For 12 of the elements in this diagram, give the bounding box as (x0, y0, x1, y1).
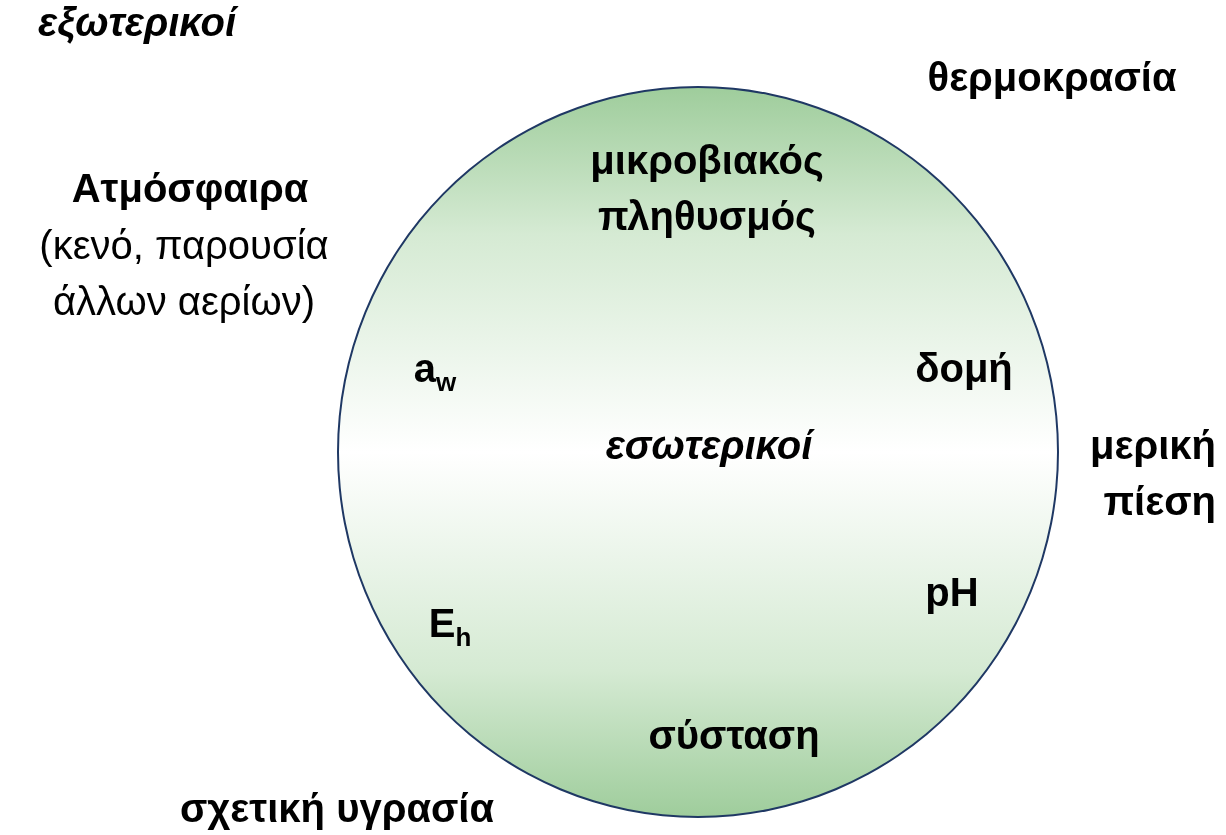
factor-label: θερμοκρασία (927, 54, 1177, 101)
group-label: εσωτερικοί (605, 422, 813, 469)
factor-label: σχετική υγρασία (179, 785, 495, 832)
factor-label: μικροβιακός πληθυσμός (589, 137, 825, 240)
factor-label: δομή (915, 345, 1013, 392)
factor-label: Ατμόσφαιρα (71, 165, 309, 212)
factor-label: pH (925, 569, 979, 616)
factor-label: E$_{h}$ (428, 599, 472, 654)
factor-note: (κενό, παρουσία άλλων αερίων) (38, 222, 330, 325)
factor-label: μερική πίεση (1088, 422, 1216, 525)
factor-label: a$_{w}$ (413, 344, 457, 399)
factor-label: σύσταση (648, 712, 820, 759)
